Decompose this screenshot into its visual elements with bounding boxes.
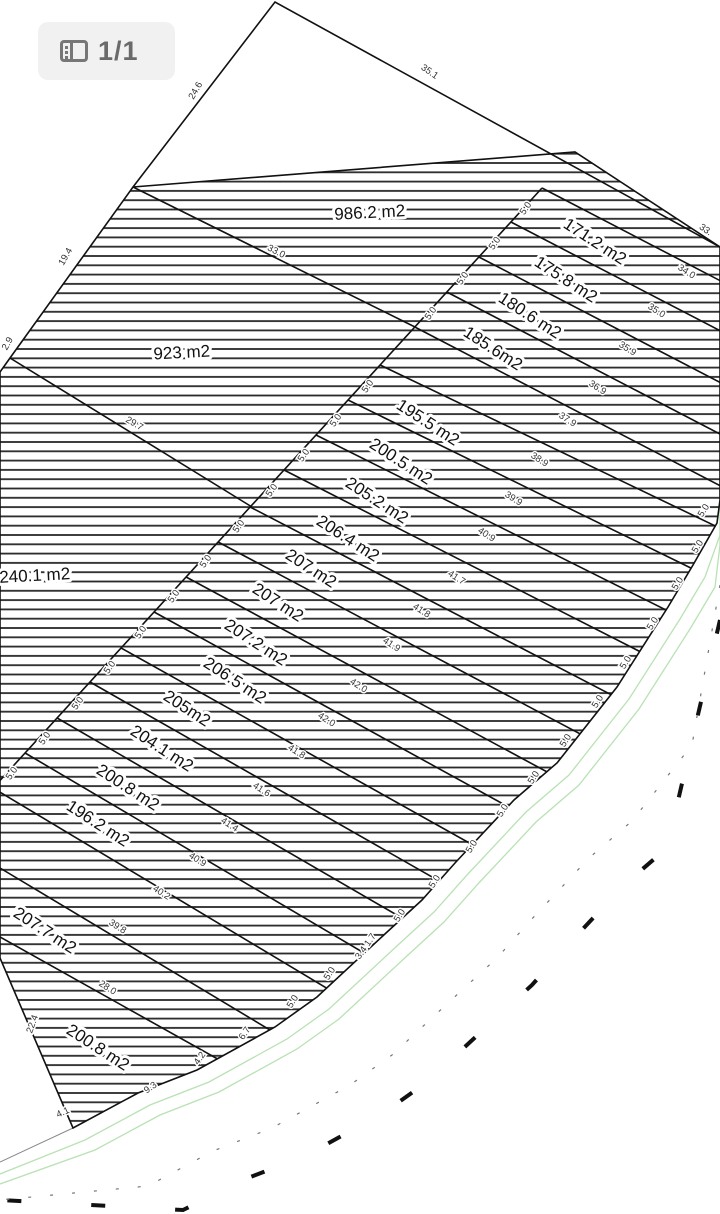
dimension-label: 2.9 (0, 335, 16, 352)
site-boundary (0, 151, 720, 1130)
sidebar-pages-icon (60, 40, 88, 62)
lot-line (347, 399, 720, 584)
lot-line (379, 364, 720, 529)
plot-area-label: 986.2 m2 (334, 201, 406, 224)
lot-line (446, 291, 720, 435)
unhatched-triangle-boundary (132, 0, 720, 248)
road-boundary-line (0, 1127, 74, 1163)
lot-line (315, 434, 720, 638)
dimension-label: 35.1 (419, 62, 440, 82)
lot-line (541, 187, 720, 282)
plot-boundary-line (132, 186, 416, 328)
plot-area-label: 240.1 m2 (0, 564, 71, 587)
dimension-label: 24.6 (186, 80, 205, 102)
page-number: 1/1 (98, 35, 139, 66)
plot-area-label: 923 m2 (153, 342, 211, 364)
dimension-label: 19.4 (56, 246, 75, 268)
lot-line (478, 256, 720, 384)
road-edge-line (0, 488, 720, 1175)
page-indicator[interactable]: 1/1 (38, 22, 175, 80)
plot-boundary-line (9, 357, 253, 508)
road (0, 488, 720, 1213)
road-edge-line (0, 488, 720, 1185)
lot-line (510, 221, 720, 332)
lot-line (414, 326, 720, 487)
